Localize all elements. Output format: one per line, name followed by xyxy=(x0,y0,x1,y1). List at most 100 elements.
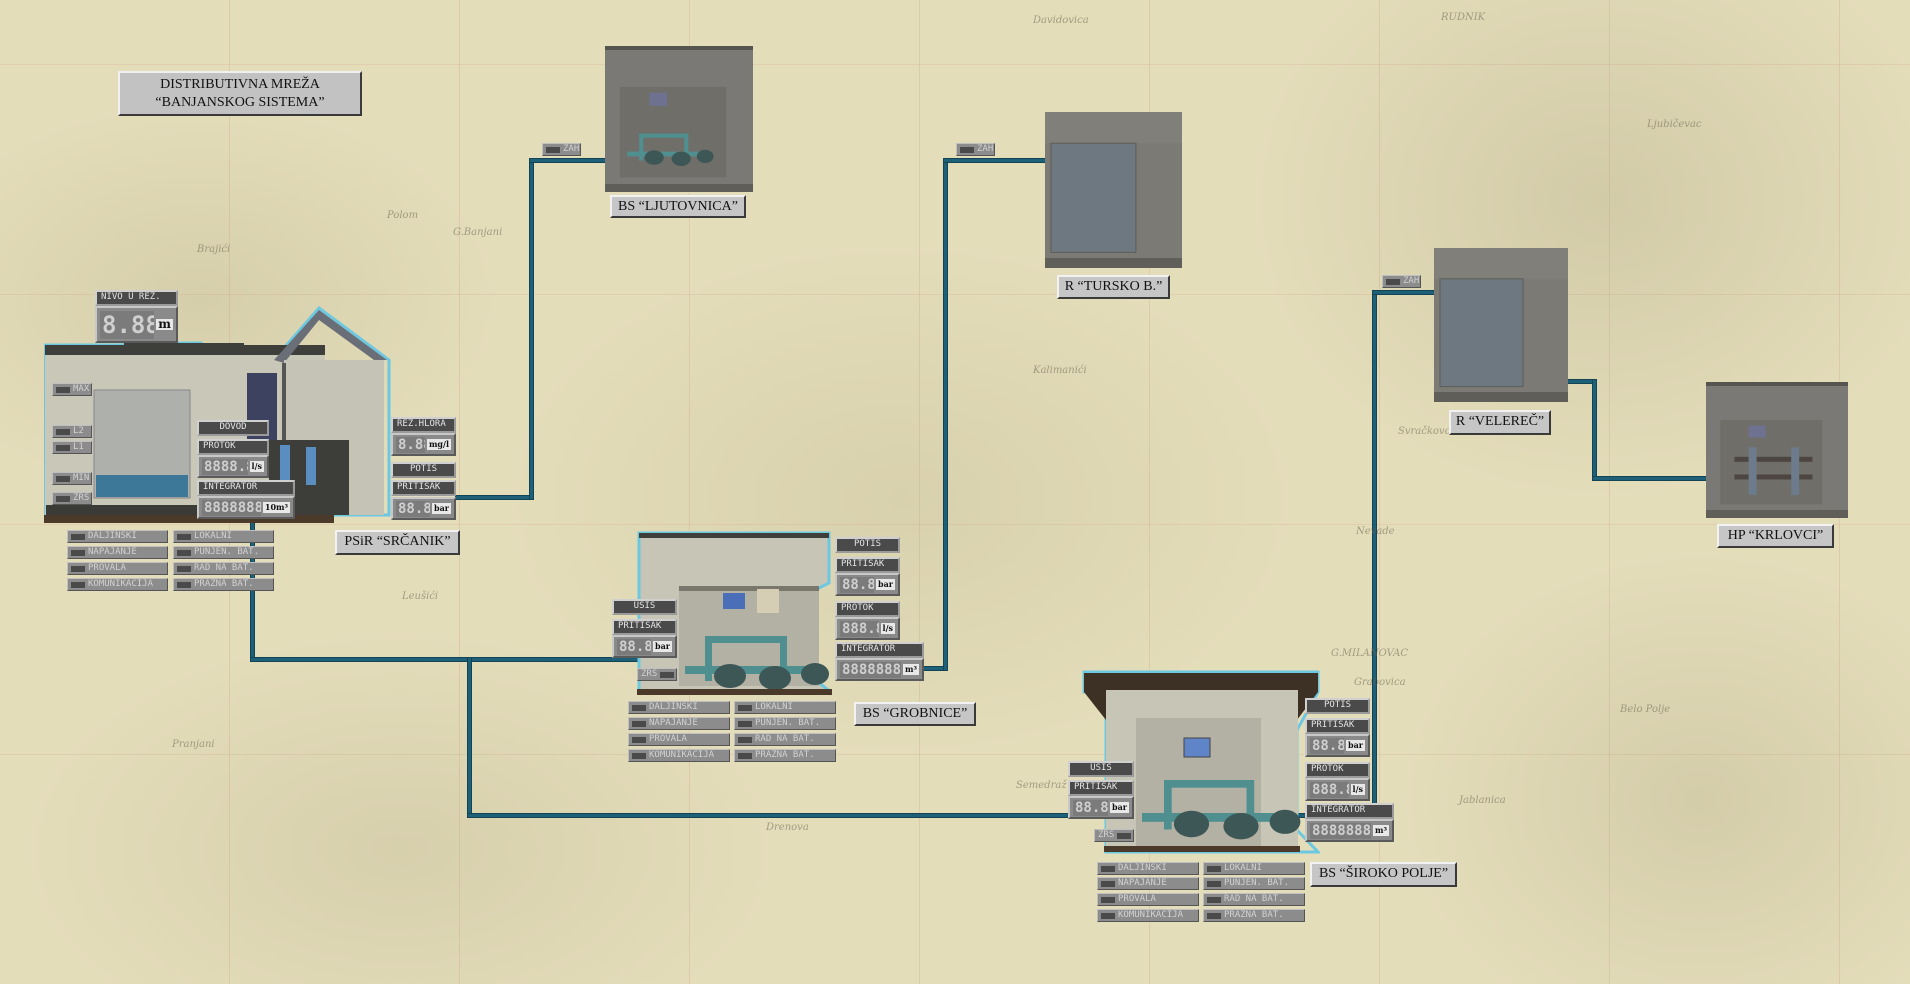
grobnice-status-punjen-bat[interactable]: PUNJEN. BAT. xyxy=(734,717,836,730)
lcd-value: 8888888 xyxy=(1310,822,1372,839)
srcanik-potis-pritisak-display[interactable]: 88.88bar xyxy=(391,497,456,520)
grobnice-status-napajanje[interactable]: NAPAJANJE xyxy=(628,717,730,730)
level-indicator-l1[interactable]: L1 xyxy=(52,441,92,454)
srcanik-status-prazna-bat[interactable]: PRAZNA BAT. xyxy=(173,578,274,591)
grobnice-integrator-header: INTEGRATOR xyxy=(835,642,924,658)
grobnice-zrs-indicator[interactable]: ZRS xyxy=(637,668,677,681)
status-led-icon xyxy=(71,565,85,572)
siroko-polje-zrs-indicator[interactable]: ZRS xyxy=(1094,829,1134,842)
srcanik-status-lokalni[interactable]: LOKALNI xyxy=(173,530,274,543)
status-led-icon xyxy=(1101,912,1115,919)
status-led-icon xyxy=(632,736,646,743)
siroko-polje-usis-header: USIS xyxy=(1068,761,1134,777)
map-place-label: Svračkovci xyxy=(1398,426,1454,437)
grobnice-status-daljinski[interactable]: DALJINSKI xyxy=(628,701,730,714)
level-indicator-min[interactable]: MIN xyxy=(52,472,92,485)
r-tursko-building[interactable] xyxy=(1045,112,1182,268)
indicator-label: LOKALNI xyxy=(194,531,232,541)
tursko-zah-indicator[interactable]: ZAH xyxy=(956,143,995,156)
indicator-label: MIN xyxy=(73,473,90,483)
siroko-polje-status-provala[interactable]: PROVALA xyxy=(1097,893,1199,906)
siroko-polje-status-lokalni[interactable]: LOKALNI xyxy=(1203,862,1305,875)
status-led-icon xyxy=(1101,865,1115,872)
grobnice-protok-display[interactable]: 888.8l/s xyxy=(835,617,900,640)
siroko-polje-status-napajanje[interactable]: NAPAJANJE xyxy=(1097,877,1199,890)
velerec-label[interactable]: R “VELEREČ” xyxy=(1449,410,1551,435)
map-place-label: Brajići xyxy=(197,244,231,255)
grobnice-status-rad-na-bat[interactable]: RAD NA BAT. xyxy=(734,733,836,746)
grobnice-potis-pritisak-display[interactable]: 88.88bar xyxy=(835,573,900,596)
siroko-polje-potis-pritisak-header: PRITISAK xyxy=(1305,718,1370,734)
grobnice-usis-pritisak-display[interactable]: 88.88bar xyxy=(612,635,677,658)
level-indicator-l2[interactable]: L2 xyxy=(52,425,92,438)
ljutovnica-label[interactable]: BS “LJUTOVNICA” xyxy=(610,195,746,218)
r-velerec-building[interactable] xyxy=(1434,248,1568,402)
indicator-label: PUNJEN. BAT. xyxy=(755,718,821,728)
map-place-label: Semedraž xyxy=(1016,780,1067,791)
indicator-label: PRAZNA BAT. xyxy=(194,579,254,589)
status-led-icon xyxy=(71,581,85,588)
grobnice-status-prazna-bat[interactable]: PRAZNA BAT. xyxy=(734,749,836,762)
siroko-polje-status-daljinski[interactable]: DALJINSKI xyxy=(1097,862,1199,875)
unit-label: bar xyxy=(432,503,451,514)
level-indicator-zrs[interactable]: ZRS xyxy=(52,492,92,505)
indicator-label: KOMUNIKACIJA xyxy=(88,579,154,589)
indicator-label: RAD NA BAT. xyxy=(755,734,815,744)
bs-ljutovnica-building[interactable] xyxy=(605,46,753,192)
hp-krlovci-building[interactable] xyxy=(1706,382,1848,518)
indicator-label: L2 xyxy=(73,426,84,436)
krlovci-label[interactable]: HP “KRLOVCI” xyxy=(1717,524,1834,548)
status-led-icon xyxy=(1117,832,1132,839)
siroko-polje-status-prazna-bat[interactable]: PRAZNA BAT. xyxy=(1203,909,1305,922)
dovod-protok-header: PROTOK xyxy=(197,439,269,455)
lcd-value: 8.88 xyxy=(100,310,155,339)
dovod-protok-display[interactable]: 8888.8l/s xyxy=(197,455,269,478)
grobnice-status-provala[interactable]: PROVALA xyxy=(628,733,730,746)
srcanik-label[interactable]: PSiR “SRČANIK” xyxy=(335,530,460,555)
srcanik-status-napajanje[interactable]: NAPAJANJE xyxy=(67,546,168,559)
indicator-label: MAX xyxy=(73,384,90,394)
srcanik-status-provala[interactable]: PROVALA xyxy=(67,562,168,575)
srcanik-potis-header: POTIS xyxy=(391,462,456,478)
siroko-polje-label[interactable]: BS “ŠIROKO POLJE” xyxy=(1310,862,1457,887)
status-led-icon xyxy=(738,736,752,743)
indicator-label: PUNJEN. BAT. xyxy=(194,547,260,557)
status-led-icon xyxy=(56,444,70,451)
rez-hlora-header: REZ.HLORA xyxy=(391,417,456,433)
srcanik-status-daljinski[interactable]: DALJINSKI xyxy=(67,530,168,543)
status-led-icon xyxy=(56,475,70,482)
bs-siroko-polje-building[interactable] xyxy=(1082,670,1322,856)
pipe-segment xyxy=(1592,379,1597,481)
status-led-icon xyxy=(177,565,191,572)
grobnice-label[interactable]: BS “GROBNICE” xyxy=(854,702,976,726)
tursko-label[interactable]: R “TURSKO B.” xyxy=(1057,275,1170,299)
lcd-value: 88.88 xyxy=(617,638,651,655)
level-indicator-max[interactable]: MAX xyxy=(52,383,92,396)
siroko-polje-potis-pritisak-display[interactable]: 88.88bar xyxy=(1305,734,1370,757)
srcanik-status-komunikacija[interactable]: KOMUNIKACIJA xyxy=(67,578,168,591)
map-place-label: Ljubičevac xyxy=(1647,119,1702,130)
map-place-label: Grabovica xyxy=(1354,677,1406,688)
grobnice-status-lokalni[interactable]: LOKALNI xyxy=(734,701,836,714)
siroko-polje-protok-display[interactable]: 888.8l/s xyxy=(1305,778,1370,801)
srcanik-status-rad-na-bat[interactable]: RAD NA BAT. xyxy=(173,562,274,575)
status-led-icon xyxy=(660,671,675,678)
bs-grobnice-building[interactable] xyxy=(637,531,837,696)
siroko-polje-status-rad-na-bat[interactable]: RAD NA BAT. xyxy=(1203,893,1305,906)
indicator-label: DALJINSKI xyxy=(88,531,137,541)
velerec-zah-indicator[interactable]: ZAH xyxy=(1382,275,1421,288)
ljutovnica-zah-indicator[interactable]: ZAH xyxy=(542,143,581,156)
lcd-value: 88.88 xyxy=(1310,737,1344,754)
siroko-polje-usis-pritisak-display[interactable]: 88.88bar xyxy=(1068,796,1134,819)
rez-hlora-display[interactable]: 8.88mg/l xyxy=(391,433,456,456)
srcanik-status-punjen-bat[interactable]: PUNJEN. BAT. xyxy=(173,546,274,559)
grobnice-status-komunikacija[interactable]: KOMUNIKACIJA xyxy=(628,749,730,762)
pipe-segment xyxy=(920,666,948,671)
siroko-polje-status-komunikacija[interactable]: KOMUNIKACIJA xyxy=(1097,909,1199,922)
status-led-icon xyxy=(1207,865,1221,872)
siroko-polje-status-punjen-bat[interactable]: PUNJEN. BAT. xyxy=(1203,877,1305,890)
